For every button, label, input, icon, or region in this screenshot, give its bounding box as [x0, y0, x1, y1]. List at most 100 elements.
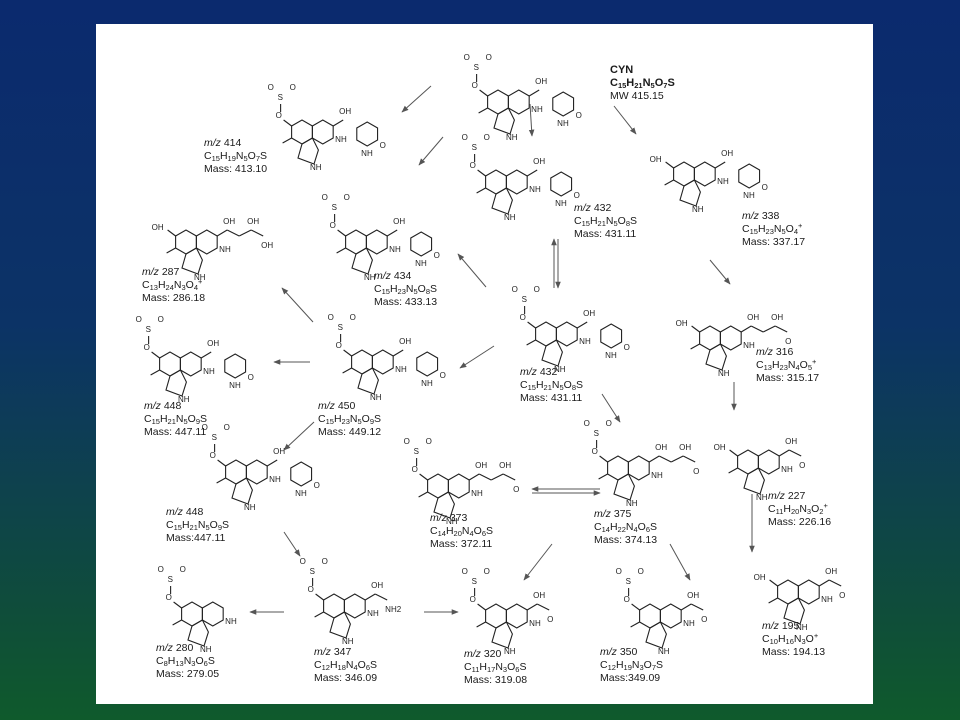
formula-count: 4	[193, 283, 198, 292]
hydroxyl-label: OH	[247, 217, 259, 226]
compound-formula: C11H17N3O6S	[464, 661, 527, 674]
compound-formula: C12H19N3O7S	[600, 659, 663, 672]
formula-count: 15	[325, 417, 334, 426]
formula-element: H	[777, 633, 786, 645]
oxygen-label: O	[158, 565, 164, 574]
sulfur-label: S	[594, 429, 599, 438]
compound-formula: C15H21N5O7S	[610, 77, 675, 90]
nh-label: NH	[364, 273, 376, 282]
formula-count: 8	[571, 383, 576, 392]
compound-formula: C15H19N5O7S	[204, 150, 267, 163]
hydroxyl-label: OH	[687, 591, 699, 600]
compound-mass: Mass: 286.18	[142, 292, 206, 304]
hydroxyl-label: OH	[825, 567, 837, 576]
nh-label: NH	[361, 149, 373, 158]
formula-element: N	[773, 223, 782, 235]
formula-element: H	[333, 413, 342, 425]
formula-element: H	[535, 379, 544, 391]
formula-count: 15	[211, 154, 220, 163]
hydroxyl-label: OH	[499, 461, 511, 470]
compound-mz: m/z 375	[594, 508, 657, 521]
formula-count: 5	[357, 417, 362, 426]
nh-label: NH	[395, 365, 407, 374]
compound-mass: Mass: 447.11	[144, 426, 207, 438]
oxygen-label: O	[276, 111, 282, 120]
nh-label: NH	[658, 647, 670, 656]
formula-element: S	[629, 215, 637, 227]
formula-element: H	[219, 150, 228, 162]
formula-element: O	[563, 379, 572, 391]
compound-formula: C14H20N4O6S	[430, 525, 493, 538]
formula-count: 6	[203, 659, 208, 668]
formula-count: 22	[617, 525, 626, 534]
oxygen-label: O	[624, 343, 630, 352]
oxygen-label: O	[470, 161, 476, 170]
compound-mz: m/z 320	[464, 648, 527, 661]
formula-count: 12	[607, 663, 616, 672]
formula-element: O	[799, 359, 808, 371]
compound-mass: Mass: 413.10	[204, 163, 268, 175]
formula-element: C	[742, 223, 750, 235]
compound-mass: Mass: 346.09	[314, 672, 378, 684]
oxygen-label: O	[336, 341, 342, 350]
formula-count: 21	[189, 523, 198, 532]
formula-element: S	[429, 283, 437, 295]
formula-element: N	[631, 659, 640, 671]
compound-formula: C15H21N5O8S	[520, 379, 583, 392]
oxygen-label: O	[158, 315, 164, 324]
mz-value: 375	[610, 508, 632, 520]
formula-element: C	[756, 359, 764, 371]
formula-element: H	[783, 503, 791, 515]
compound-mass: Mass: 431.11	[520, 392, 583, 404]
formula-count: 7	[651, 663, 656, 672]
formula-count: 5	[807, 363, 812, 372]
compound-mz: m/z 448	[144, 400, 207, 413]
hydroxyl-label: OH	[721, 149, 733, 158]
compound-mz: m/z 448	[166, 506, 229, 519]
formula-count: 13	[149, 283, 158, 292]
reaction-arrow	[418, 136, 444, 166]
mz-prefix: m/z	[464, 648, 481, 660]
formula-count: 3	[181, 283, 186, 292]
mz-value: 373	[446, 512, 468, 524]
formula-count: 23	[779, 363, 788, 372]
oxygen-label: O	[616, 567, 622, 576]
mz-prefix: m/z	[756, 346, 773, 358]
formula-element: C	[430, 525, 438, 537]
formula-element: S	[485, 525, 493, 537]
nh-label: NH	[529, 185, 541, 194]
oxygen-label: O	[380, 141, 386, 150]
nh-label: NH	[821, 595, 833, 604]
formula-element: N	[787, 359, 796, 371]
formula-count: 6	[645, 525, 650, 534]
compound-mz: m/z 373	[430, 512, 493, 525]
formula-element: C	[610, 77, 618, 89]
mz-prefix: m/z	[156, 642, 173, 654]
formula-count: 3	[639, 663, 644, 672]
compound-mz: m/z 414	[204, 137, 267, 150]
compound-title: CYN	[610, 64, 634, 76]
mz-prefix: m/z	[318, 400, 335, 412]
hydroxyl-label: OH	[535, 77, 547, 86]
formula-element: H	[626, 77, 635, 89]
oxygen-label: O	[308, 585, 314, 594]
reaction-arrow	[528, 103, 535, 137]
sulfur-label: S	[332, 203, 337, 212]
compound-mass: Mass: 319.08	[464, 674, 528, 686]
oxygen-label: O	[624, 595, 630, 604]
formula-element: N	[183, 655, 192, 667]
formula-count: 23	[765, 227, 774, 236]
compound-mz: m/z 195	[762, 620, 825, 633]
formula-element: C	[768, 503, 776, 515]
formula-element: N	[625, 521, 634, 533]
formula-element: H	[157, 279, 166, 291]
formula-count: 20	[790, 507, 800, 516]
compound-mz: m/z 434	[374, 270, 437, 283]
nh-label: NH	[683, 619, 695, 628]
formula-count: 11	[471, 665, 480, 674]
nh-label: NH	[743, 191, 755, 200]
